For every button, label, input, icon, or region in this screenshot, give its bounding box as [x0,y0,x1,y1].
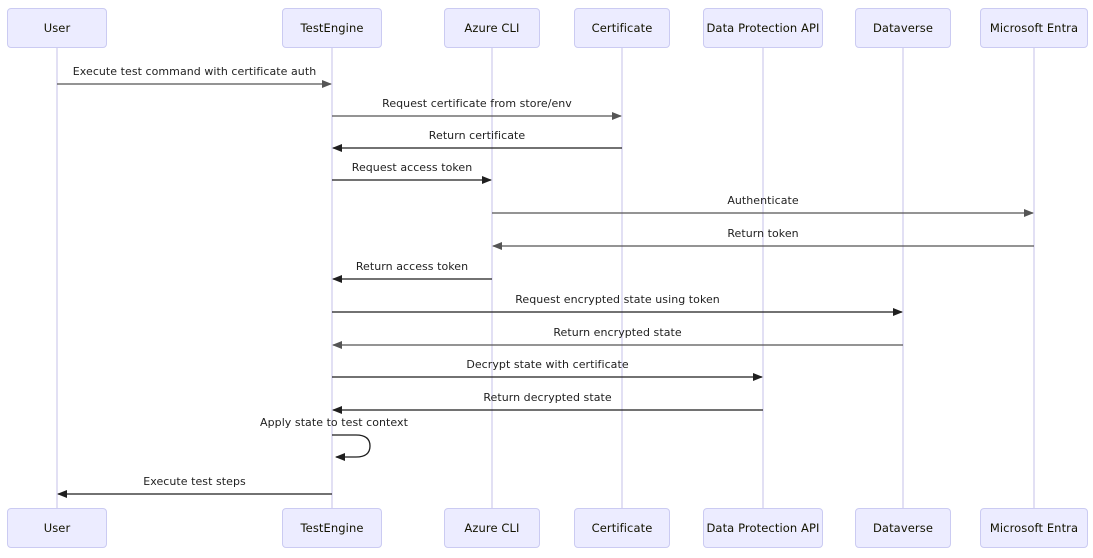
message-label-m10: Decrypt state with certificate [466,358,629,371]
message-arrows-group [57,80,1034,498]
message-label-m11: Return decrypted state [483,391,612,404]
participant-label: Dataverse [872,521,934,535]
participant-top-dataverse[interactable]: Dataverse [855,8,951,48]
message-label-m5: Authenticate [727,194,799,207]
message-label-m4: Request access token [351,161,473,174]
message-label-m13: Execute test steps [143,475,246,488]
participant-bottom-user[interactable]: User [7,508,107,548]
message-arrow-m12 [332,434,371,461]
participant-top-user[interactable]: User [7,8,107,48]
participant-label: User [43,21,71,35]
participant-bottom-certificate[interactable]: Certificate [574,508,670,548]
message-label-m1: Execute test command with certificate au… [72,65,317,78]
participant-label: Microsoft Entra [989,521,1079,535]
participant-label: Certificate [591,21,653,35]
participant-label: TestEngine [300,21,364,35]
participant-label: TestEngine [300,521,364,535]
lifelines-group [56,48,1035,508]
message-label-m6: Return token [727,227,799,240]
participant-label: User [43,521,71,535]
message-label-m9: Return encrypted state [553,326,682,339]
participant-bottom-dataverse[interactable]: Dataverse [855,508,951,548]
message-label-m8: Request encrypted state using token [515,293,720,306]
participant-label: Data Protection API [706,21,820,35]
participant-top-entra[interactable]: Microsoft Entra [980,8,1088,48]
participant-bottom-entra[interactable]: Microsoft Entra [980,508,1088,548]
participant-bottom-testengine[interactable]: TestEngine [282,508,382,548]
participant-bottom-azurecli[interactable]: Azure CLI [444,508,540,548]
message-label-m12: Apply state to test context [260,416,408,429]
participant-label: Azure CLI [464,21,520,35]
participant-label: Certificate [591,521,653,535]
message-label-m2: Request certificate from store/env [382,97,572,110]
participant-label: Microsoft Entra [989,21,1079,35]
participant-top-certificate[interactable]: Certificate [574,8,670,48]
participant-top-azurecli[interactable]: Azure CLI [444,8,540,48]
message-label-m7: Return access token [355,260,469,273]
participant-top-dpapi[interactable]: Data Protection API [703,8,823,48]
participant-bottom-dpapi[interactable]: Data Protection API [703,508,823,548]
participant-label: Dataverse [872,21,934,35]
participant-top-testengine[interactable]: TestEngine [282,8,382,48]
participant-label: Data Protection API [706,521,820,535]
participant-label: Azure CLI [464,521,520,535]
message-label-m3: Return certificate [428,129,526,142]
